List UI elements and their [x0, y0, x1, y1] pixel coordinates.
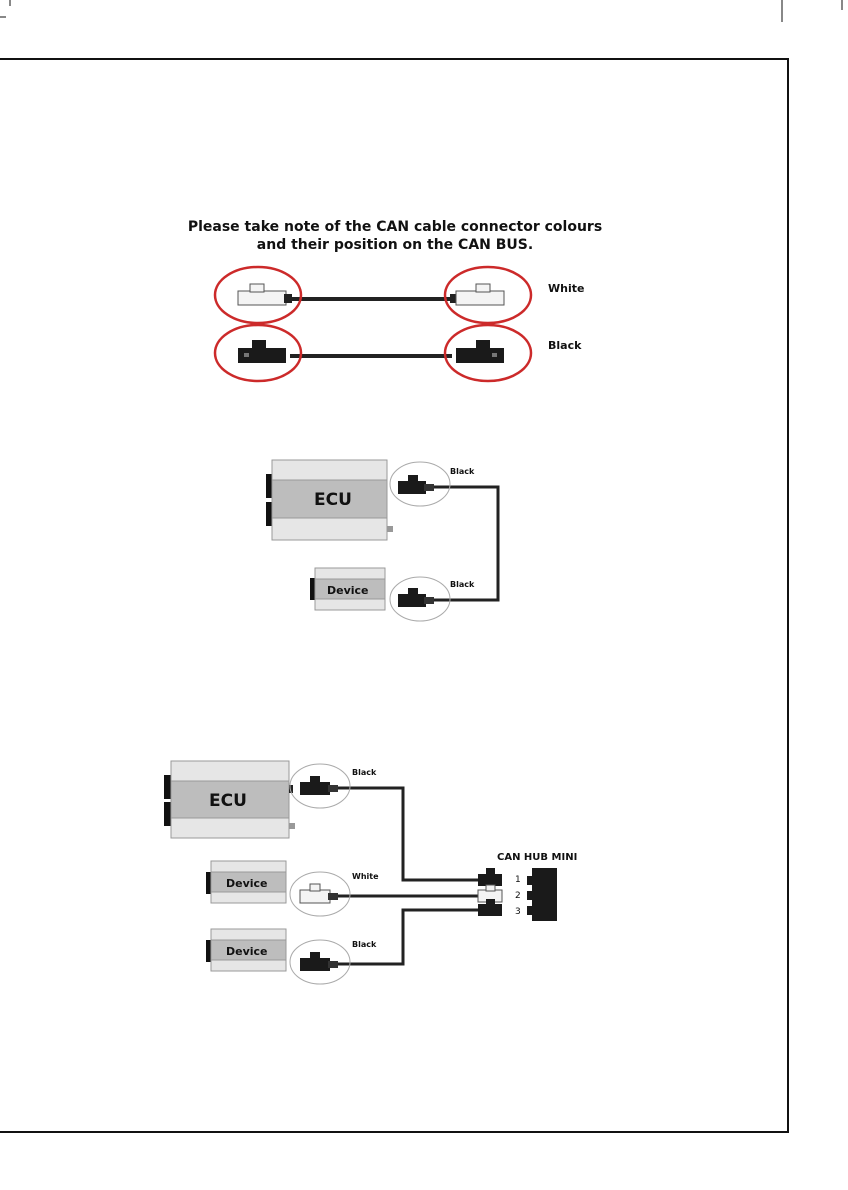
heading-line-1: Please take note of the CAN cable connec… — [150, 218, 640, 236]
heading-line-2: and their position on the CAN BUS. — [150, 236, 640, 254]
page-heading: Please take note of the CAN cable connec… — [150, 218, 640, 254]
